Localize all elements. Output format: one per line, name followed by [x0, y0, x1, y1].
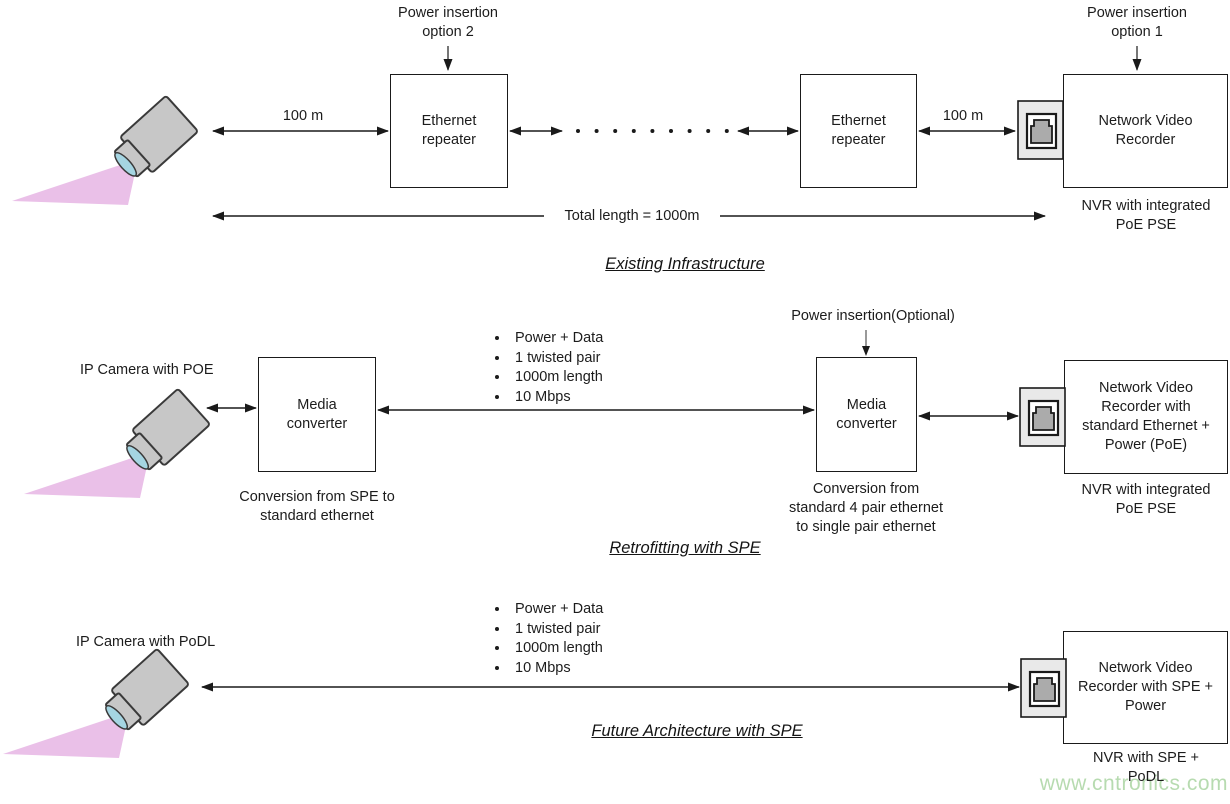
mc1-caption: Conversion from SPE to standard ethernet: [207, 488, 427, 526]
box-label: Network Video: [1098, 660, 1193, 676]
box-label: converter: [286, 415, 348, 432]
section-title-existing-infrastructure: Existing Infrastructure: [605, 255, 765, 273]
nvr-caption: NVR with SPE + PoDL: [1056, 749, 1230, 787]
caption-line: PoE PSE: [1115, 501, 1177, 517]
caption-line: standard 4 pair ethernet: [789, 500, 943, 516]
media-converter-2-box: Media converter: [816, 357, 917, 472]
distance-label-left: 100 m: [282, 108, 324, 124]
label-line: option 1: [1111, 24, 1163, 40]
box-label: standard Ethernet +: [1082, 418, 1210, 434]
caption-line: standard ethernet: [260, 508, 374, 524]
camera-icon: [23, 387, 212, 499]
spe-link-bullet-list: Power + Data 1 twisted pair 1000m length…: [486, 329, 603, 407]
caption-line: NVR with SPE +: [1093, 750, 1199, 766]
rj45-jack-icon: [1018, 386, 1067, 448]
box-label: Recorder: [1115, 132, 1176, 148]
network-video-recorder-box: Network Video Recorder: [1063, 74, 1228, 188]
bullet-item: 1 twisted pair: [510, 620, 603, 640]
bullet-item: 10 Mbps: [510, 388, 603, 408]
ethernet-repeater-1-box: Ethernet repeater: [390, 74, 508, 188]
box-label: Media: [297, 396, 337, 413]
bullet-item: 1 twisted pair: [510, 349, 603, 369]
bullet-item: Power + Data: [510, 329, 603, 349]
ellipsis-dots: [576, 129, 729, 133]
caption-line: PoE PSE: [1115, 217, 1177, 233]
box-label: converter: [836, 415, 897, 432]
bullet-item: 1000m length: [510, 639, 603, 659]
section-title-future-architecture-spe: Future Architecture with SPE: [591, 722, 803, 740]
mc2-caption: Conversion from standard 4 pair ethernet…: [751, 480, 981, 537]
box-label: Ethernet: [421, 113, 477, 129]
box-label: Recorder with SPE +: [1078, 679, 1213, 695]
power-insertion-option1-label: Power insertion option 1: [1067, 4, 1207, 42]
box-label: Network Video: [1098, 380, 1194, 396]
ip-camera-poe-label: IP Camera with POE: [80, 362, 214, 378]
power-insertion-optional-label: Power insertion(Optional): [791, 308, 955, 324]
media-converter-1-box: Media converter: [258, 357, 376, 472]
section-title-retrofitting-spe: Retrofitting with SPE: [609, 539, 761, 557]
caption-line: NVR with integrated: [1081, 482, 1211, 498]
total-length-label: Total length = 1000m: [564, 208, 700, 224]
box-label: Power: [1124, 698, 1167, 714]
bullet-item: 1000m length: [510, 368, 603, 388]
box-label: repeater: [831, 132, 886, 148]
rj45-jack-icon: [1019, 657, 1068, 719]
label-line: option 2: [422, 24, 474, 40]
distance-label-right: 100 m: [942, 108, 984, 124]
nvr-caption: NVR with integrated PoE PSE: [1056, 197, 1230, 235]
box-label: Ethernet: [831, 113, 886, 129]
caption-line: Conversion from SPE to: [239, 489, 395, 505]
spe-link-bullet-list: Power + Data 1 twisted pair 1000m length…: [486, 600, 603, 678]
camera-icon: [11, 94, 200, 206]
ip-camera-podl-label: IP Camera with PoDL: [76, 634, 216, 650]
nvr-caption: NVR with integrated PoE PSE: [1056, 481, 1230, 519]
caption-line: Conversion from: [812, 481, 920, 497]
caption-line: NVR with integrated: [1081, 198, 1211, 214]
box-label: Recorder with: [1101, 399, 1191, 415]
bullet-item: 10 Mbps: [510, 659, 603, 679]
bullet-item: Power + Data: [510, 600, 603, 620]
watermark-text: www.cntronics.com: [1039, 772, 1228, 795]
ethernet-repeater-2-box: Ethernet repeater: [800, 74, 917, 188]
nvr-spe-box: Network Video Recorder with SPE + Power: [1063, 631, 1228, 744]
nvr-poe-box: Network Video Recorder with standard Eth…: [1064, 360, 1228, 474]
rj45-jack-icon: [1016, 99, 1065, 161]
caption-line: to single pair ethernet: [796, 519, 936, 535]
label-line: Power insertion: [398, 5, 498, 21]
box-label: repeater: [421, 132, 476, 148]
box-label: Network Video: [1098, 113, 1193, 129]
box-label: Power (PoE): [1104, 437, 1188, 453]
box-label: Media: [846, 396, 887, 413]
camera-icon: [2, 647, 191, 759]
label-line: Power insertion: [1087, 5, 1187, 21]
power-insertion-option2-label: Power insertion option 2: [378, 4, 518, 42]
caption-line: PoDL: [1127, 769, 1165, 785]
